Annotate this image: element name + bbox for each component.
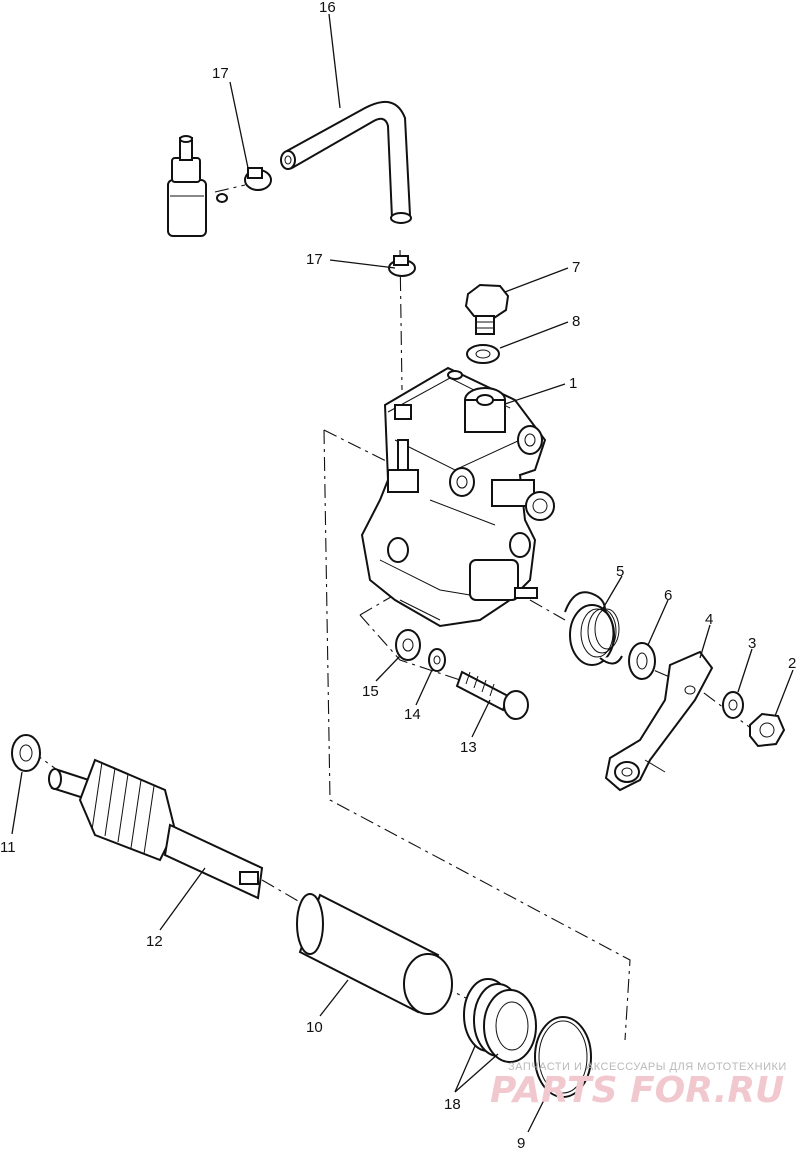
lock-washer-part-14: [428, 648, 446, 672]
callout-10: 10: [306, 1019, 323, 1036]
callout-13: 13: [460, 739, 477, 756]
callout-8: 8: [572, 313, 580, 330]
fuel-fitting: [167, 135, 228, 237]
oil-pump-body-part-1: [360, 366, 555, 628]
lock-washer-part-3: [722, 691, 744, 719]
hose-clamp-17-upper: [244, 167, 272, 191]
washer-part-8: [466, 344, 500, 364]
watermark: ЗАПЧАСТИ И АКСЕССУАРЫ ДЛЯ МОТОТЕХНИКИ PA…: [490, 1061, 787, 1111]
callout-7: 7: [572, 259, 580, 276]
callout-6: 6: [664, 587, 672, 604]
drive-gear-shaft-part-12: [48, 758, 264, 900]
washer-part-11: [11, 734, 41, 772]
sleeve-part-10: [296, 893, 453, 1015]
bolt-part-7: [464, 283, 510, 335]
callout-4: 4: [705, 611, 713, 628]
callout-17-upper: 17: [212, 65, 229, 82]
screw-part-13: [455, 670, 529, 720]
callout-14: 14: [404, 706, 421, 723]
leader-lines: [11, 13, 794, 1133]
hose-part-16: [280, 100, 412, 224]
callout-17-lower: 17: [306, 251, 323, 268]
callout-2: 2: [788, 655, 796, 672]
washer-part-6: [628, 642, 656, 680]
callout-11: 11: [0, 839, 16, 856]
watermark-brand: PARTS FOR.RU: [490, 1070, 784, 1111]
callout-3: 3: [748, 635, 756, 652]
callout-12: 12: [146, 933, 163, 950]
snap-ring-part-9: [534, 1016, 592, 1098]
callout-1: 1: [569, 375, 577, 392]
washer-part-15: [395, 629, 421, 661]
spring-part-5: [564, 591, 623, 666]
assembly-guide-lines: [29, 184, 761, 1061]
callout-15: 15: [362, 683, 379, 700]
hose-clamp-17-lower: [388, 255, 416, 277]
seal-part-18: [463, 978, 537, 1063]
control-lever-part-4: [604, 650, 714, 792]
nut-part-2: [749, 712, 786, 748]
watermark-tagline: ЗАПЧАСТИ И АКСЕССУАРЫ ДЛЯ МОТОТЕХНИКИ: [508, 1061, 787, 1073]
callout-9: 9: [517, 1135, 525, 1151]
callout-5: 5: [616, 563, 624, 580]
callout-16: 16: [319, 0, 336, 16]
callout-18: 18: [444, 1096, 461, 1113]
